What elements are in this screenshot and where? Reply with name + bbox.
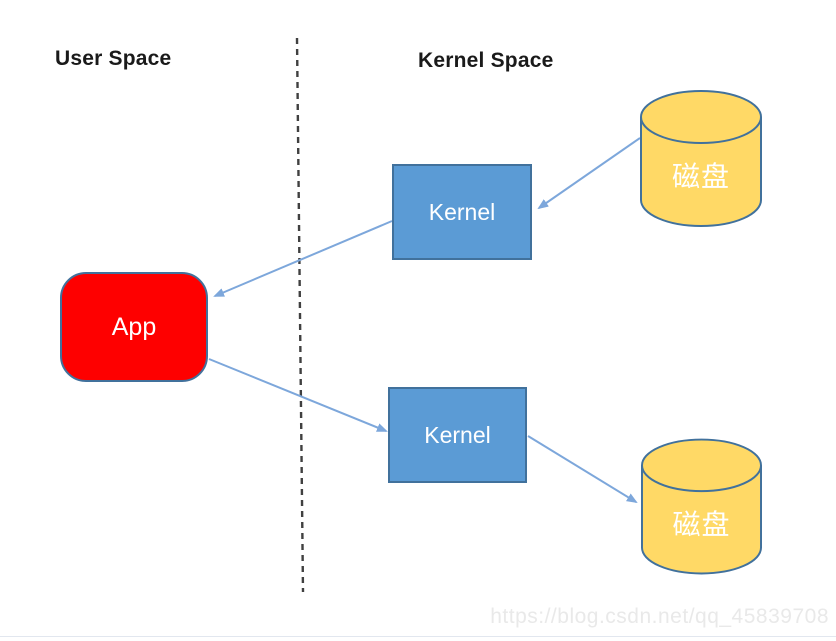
kernel-node-bottom-label: Kernel [424, 421, 491, 448]
disk-node-top: 磁盘 [640, 90, 762, 228]
user-space-label: User Space [55, 47, 172, 70]
disk-node-bottom: 磁盘 [641, 437, 762, 577]
kernel-space-label: Kernel Space [418, 49, 554, 72]
kernel-node-top: Kernel [392, 164, 532, 260]
disk-cylinder-shape [640, 90, 762, 227]
disk-top-label: 磁盘 [671, 160, 730, 192]
watermark-text: https://blog.csdn.net/qq_45839708 [490, 605, 829, 628]
app-node: App [60, 272, 208, 382]
arrow-app-to-kernelbottom [208, 358, 388, 432]
app-node-label: App [111, 312, 157, 341]
arrow-disktop-to-kerneltop [537, 137, 641, 210]
bottom-divider [0, 636, 836, 637]
kernel-node-top-label: Kernel [428, 198, 496, 225]
arrow-kernelbottom-to-diskbottom [527, 435, 638, 504]
disk-bottom-label: 磁盘 [672, 508, 731, 540]
disk-cylinder-shape [641, 438, 762, 575]
arrow-kerneltop-to-app [213, 220, 393, 297]
space-boundary-dashed-line [295, 37, 305, 593]
kernel-node-bottom: Kernel [388, 387, 527, 483]
